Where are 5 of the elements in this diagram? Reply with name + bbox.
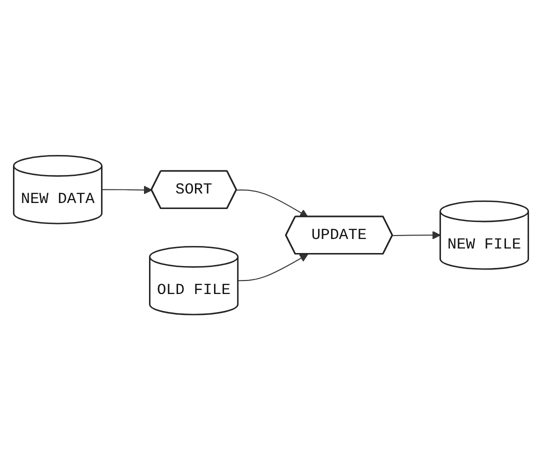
arrow xyxy=(101,186,152,194)
flowchart-drawing: NEW DATA SORT OLD FILE UPDATE NEW FILE xyxy=(6,148,536,322)
arrow xyxy=(236,189,308,218)
arrow xyxy=(392,230,441,240)
arrow xyxy=(237,254,308,281)
